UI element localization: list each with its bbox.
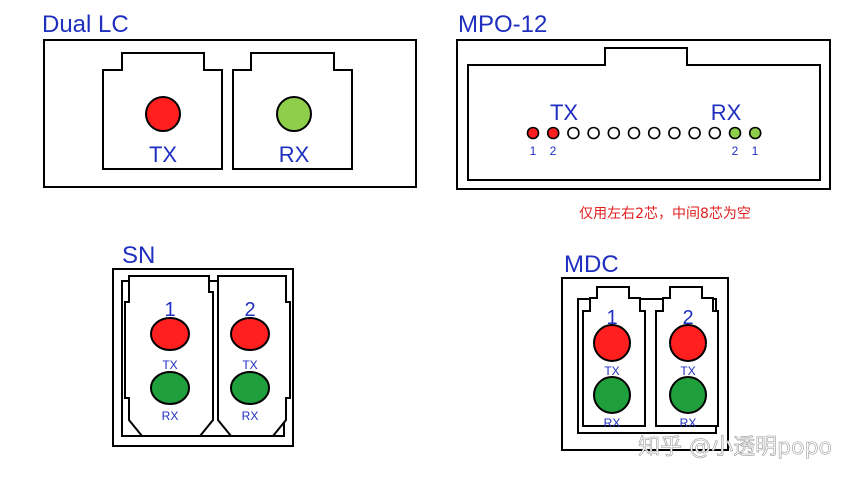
mpo12-housing xyxy=(456,39,831,190)
mpo12-panel: MPO-12 TX RX 1 2 2 1 仅用左右2芯，中间8芯为空 xyxy=(456,11,831,222)
mpo12-fiber-6-unused xyxy=(627,126,641,140)
sn-title: SN xyxy=(122,242,155,269)
lc-port-rx xyxy=(232,52,353,170)
sn-ch2-tx-fiber xyxy=(230,317,270,351)
lc-rx-fiber xyxy=(276,96,312,132)
mdc-panel: MDC 1 2 TX TX RX RX xyxy=(561,251,729,451)
sn-channel-1-number: 1 xyxy=(164,299,175,321)
mdc-ch1-tx-label: TX xyxy=(604,364,619,378)
mpo12-fiber-12-rx xyxy=(748,126,762,140)
mpo12-note: 仅用左右2芯，中间8芯为空 xyxy=(579,206,751,222)
lc-tx-label: TX xyxy=(149,142,177,167)
mdc-ch2-rx-label: RX xyxy=(680,416,697,430)
mdc-ch1-tx-fiber xyxy=(593,324,631,362)
lc-rx-label: RX xyxy=(279,142,310,167)
mpo12-fiber-5-unused xyxy=(607,126,621,140)
mpo12-fiber-2-tx xyxy=(546,126,560,140)
mdc-ch2-rx-fiber xyxy=(669,376,707,414)
mpo12-fiber-1-tx xyxy=(526,126,540,140)
mdc-housing-outer xyxy=(561,277,729,451)
mpo12-fiber-9-unused xyxy=(688,126,701,140)
lc-port-tx xyxy=(102,52,223,170)
sn-ch1-rx-fiber xyxy=(150,371,190,405)
sn-channel-1-body xyxy=(124,275,214,437)
lc-tx-fiber xyxy=(145,96,181,132)
sn-ch2-rx-fiber xyxy=(230,371,270,405)
sn-ch1-tx-label: TX xyxy=(162,358,177,372)
mpo12-fiber-4-unused xyxy=(587,126,600,140)
mpo12-title: MPO-12 xyxy=(458,11,547,38)
sn-ch1-tx-fiber xyxy=(150,317,190,351)
mpo12-pin-label-right-1: 1 xyxy=(752,144,759,158)
mdc-title: MDC xyxy=(564,251,619,278)
sn-channel-2-number: 2 xyxy=(244,299,255,321)
mpo12-pin-label-left-1: 1 xyxy=(530,144,537,158)
mpo12-fiber-7-unused xyxy=(647,126,661,140)
sn-housing-outer xyxy=(112,268,294,447)
sn-panel: SN 1 2 TX TX RX RX xyxy=(112,242,294,447)
mdc-ch1-rx-label: RX xyxy=(604,416,621,430)
dual-lc-housing xyxy=(43,39,417,188)
mpo12-fiber-10-unused xyxy=(708,126,722,140)
mpo12-fiber-11-rx xyxy=(728,126,742,140)
mdc-ch2-tx-fiber xyxy=(669,324,707,362)
mpo12-tx-label: TX xyxy=(550,100,578,125)
mpo12-pin-label-right-2: 2 xyxy=(732,144,739,158)
dual-lc-title: Dual LC xyxy=(42,11,129,38)
mpo12-fiber-row xyxy=(526,126,762,140)
sn-ch1-rx-label: RX xyxy=(162,409,179,423)
sn-ch2-tx-label: TX xyxy=(242,358,257,372)
sn-ch2-rx-label: RX xyxy=(242,409,259,423)
mpo12-ferrule xyxy=(467,47,821,181)
mdc-ch1-rx-fiber xyxy=(593,376,631,414)
mdc-channel-1-number: 1 xyxy=(606,307,617,329)
mpo12-fiber-3-unused xyxy=(567,126,580,140)
watermark: 知乎 @小透明popo xyxy=(638,435,832,460)
mdc-ch2-tx-label: TX xyxy=(680,364,695,378)
mpo12-fiber-8-unused xyxy=(668,126,681,140)
dual-lc-panel: Dual LC TX RX xyxy=(42,11,417,188)
mdc-channel-2-number: 2 xyxy=(682,307,693,329)
mpo12-rx-label: RX xyxy=(711,100,742,125)
mpo12-pin-label-left-2: 2 xyxy=(550,144,557,158)
